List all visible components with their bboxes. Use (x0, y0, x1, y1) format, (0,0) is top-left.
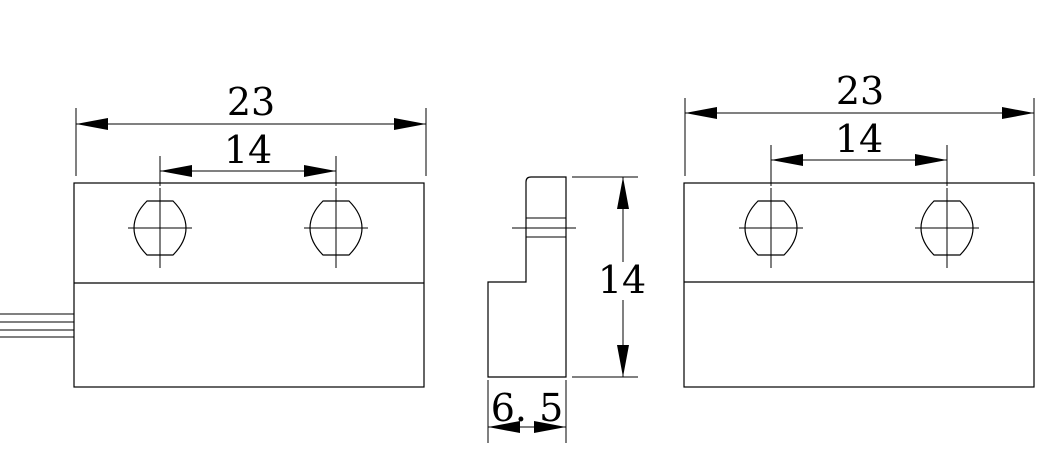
side-thickness-dimension: 6. 5 (487, 380, 567, 443)
right-body-outline (683, 182, 1035, 388)
left-hole-spacing-dimension: 14 (159, 128, 337, 186)
right-hole-spacing-dimension: 14 (770, 117, 948, 186)
left-hole-spacing-label: 14 (224, 128, 272, 172)
side-height-dimension: 14 (572, 176, 646, 378)
right-hole-spacing-label: 14 (835, 117, 883, 161)
side-height-label: 14 (598, 258, 646, 302)
left-body-outline (73, 182, 425, 388)
left-hole-2 (304, 188, 368, 268)
left-overall-width-dimension: 23 (75, 80, 427, 176)
left-overall-width-label: 23 (227, 80, 275, 124)
right-overall-width-label: 23 (836, 69, 884, 113)
right-hole-1 (739, 188, 803, 268)
side-profile-outline (487, 176, 567, 378)
right-view: 23 14 (683, 69, 1035, 388)
side-view: 14 6. 5 (487, 176, 646, 443)
right-hole-2 (915, 188, 979, 268)
left-lead-wires (0, 313, 74, 338)
right-overall-width-dimension: 23 (684, 69, 1035, 176)
left-view: 23 14 (0, 80, 427, 388)
side-thickness-label: 6. 5 (491, 386, 564, 430)
left-hole-1 (128, 188, 192, 268)
